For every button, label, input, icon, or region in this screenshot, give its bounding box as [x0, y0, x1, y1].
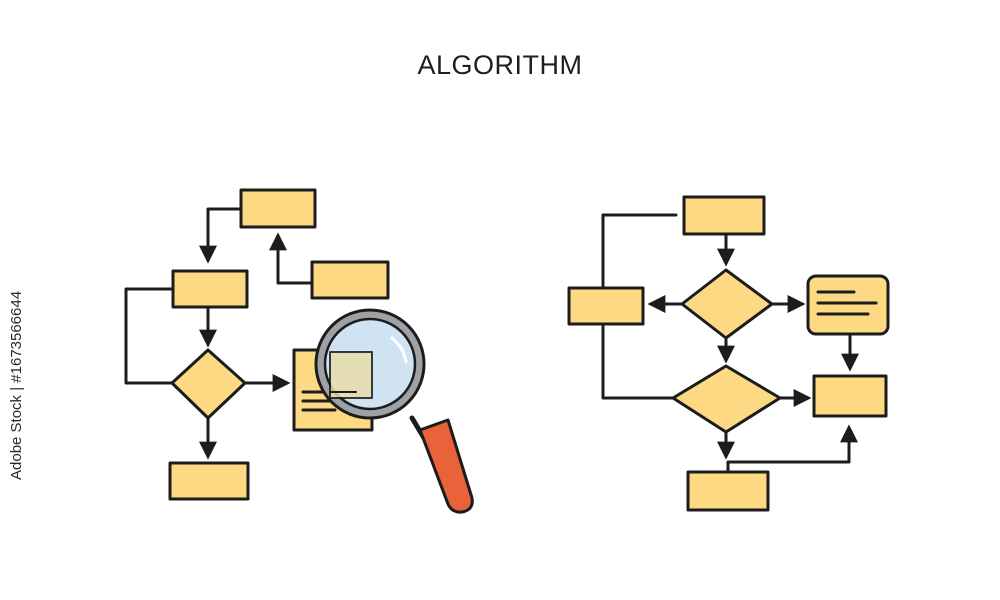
left-connector-top-to-mid [199, 207, 242, 264]
right-lower-decision-diamond [671, 364, 782, 434]
right-connector-bottom-loop [601, 322, 675, 400]
magnifying-glass-icon [314, 308, 474, 514]
right-connector-bottom-to-box [726, 424, 858, 472]
left-right-box [310, 260, 390, 300]
right-top-box [682, 195, 766, 236]
left-top-box [239, 188, 317, 229]
left-connector-loop [124, 287, 175, 385]
right-note-box [806, 274, 890, 336]
left-decision-diamond [170, 348, 247, 420]
right-left-box [567, 286, 645, 326]
right-connector-top-loop [601, 213, 678, 290]
right-right-box [812, 374, 888, 418]
left-flowchart [124, 188, 474, 514]
left-bottom-box [168, 461, 250, 501]
right-flowchart [567, 195, 890, 512]
page-title: ALGORITHM [417, 50, 583, 80]
left-mid-box [171, 269, 249, 309]
right-bottom-box [686, 470, 770, 512]
left-connector-right-to-top [269, 232, 314, 285]
right-upper-decision-diamond [680, 268, 774, 340]
